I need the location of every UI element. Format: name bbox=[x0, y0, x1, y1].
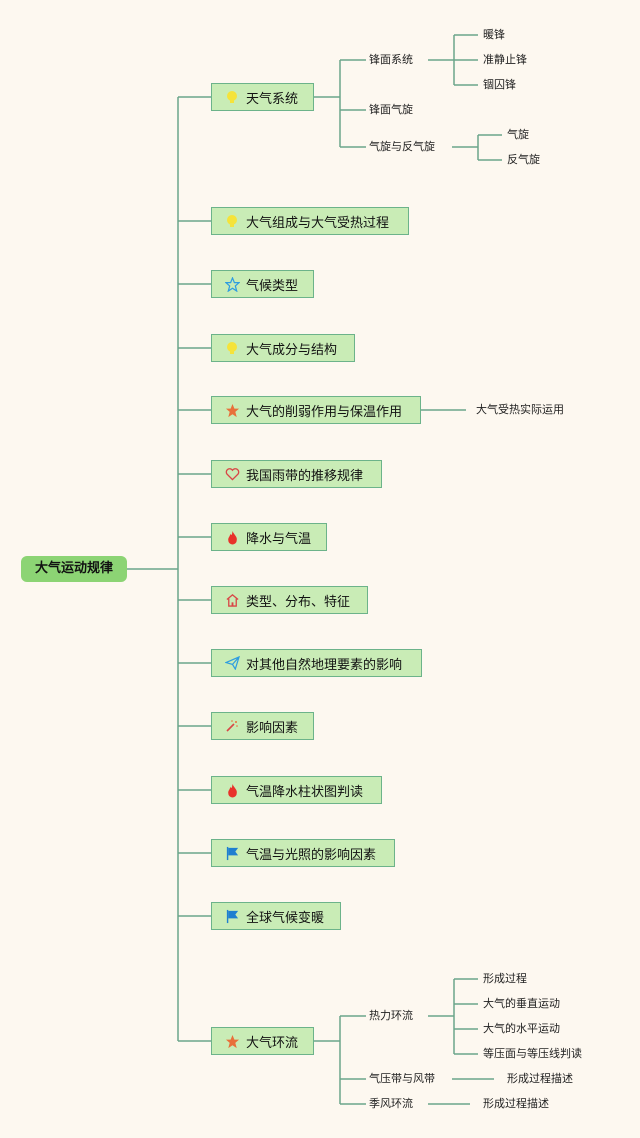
bulb-icon bbox=[224, 213, 240, 229]
branch-label: 气温降水柱状图判读 bbox=[246, 784, 364, 800]
star-orange-icon bbox=[224, 402, 240, 418]
branch-global-warming[interactable]: 全球气候变暖 bbox=[211, 902, 341, 930]
branch-label: 影响因素 bbox=[246, 720, 299, 736]
leaf-front-system[interactable]: 锋面系统 bbox=[369, 53, 413, 66]
leaf-warm-front[interactable]: 暖锋 bbox=[483, 28, 505, 41]
leaf-monsoon-circulation[interactable]: 季风环流 bbox=[369, 1097, 413, 1110]
paper-plane-icon bbox=[224, 655, 240, 671]
heart-icon bbox=[224, 466, 240, 482]
leaf-heating-application[interactable]: 大气受热实际运用 bbox=[476, 403, 564, 416]
branch-climograph[interactable]: 气温降水柱状图判读 bbox=[211, 776, 382, 804]
branch-label: 大气组成与大气受热过程 bbox=[246, 215, 390, 231]
branch-influence-elements[interactable]: 对其他自然地理要素的影响 bbox=[211, 649, 422, 677]
bulb-icon bbox=[224, 89, 240, 105]
branch-label: 大气环流 bbox=[246, 1035, 299, 1051]
leaf-occluded-front[interactable]: 锢囚锋 bbox=[483, 78, 516, 91]
branch-label: 类型、分布、特征 bbox=[246, 594, 351, 610]
branch-label: 气候类型 bbox=[246, 278, 299, 294]
branch-label: 天气系统 bbox=[246, 91, 299, 107]
leaf-cyclone-anticyclone[interactable]: 气旋与反气旋 bbox=[369, 140, 435, 153]
fire-icon bbox=[224, 782, 240, 798]
star-outline-icon bbox=[224, 276, 240, 292]
branch-type-distribution[interactable]: 类型、分布、特征 bbox=[211, 586, 368, 614]
branch-label: 对其他自然地理要素的影响 bbox=[246, 657, 403, 673]
leaf-pressure-formation-desc[interactable]: 形成过程描述 bbox=[507, 1072, 573, 1085]
fire-icon bbox=[224, 529, 240, 545]
branch-label: 气温与光照的影响因素 bbox=[246, 847, 377, 863]
branch-circulation[interactable]: 大气环流 bbox=[211, 1027, 314, 1055]
branch-composition-structure[interactable]: 大气成分与结构 bbox=[211, 334, 355, 362]
root-node[interactable]: 大气运动规律 bbox=[21, 556, 127, 582]
branch-rain-belt[interactable]: 我国雨带的推移规律 bbox=[211, 460, 382, 488]
branch-label: 大气成分与结构 bbox=[246, 342, 338, 358]
branch-weather-system[interactable]: 天气系统 bbox=[211, 83, 314, 111]
star-orange-icon bbox=[224, 1033, 240, 1049]
branch-label: 大气的削弱作用与保温作用 bbox=[246, 404, 403, 420]
branch-climate-types[interactable]: 气候类型 bbox=[211, 270, 314, 298]
branch-label: 降水与气温 bbox=[246, 531, 312, 547]
home-icon bbox=[224, 592, 240, 608]
leaf-formation-process[interactable]: 形成过程 bbox=[483, 972, 527, 985]
leaf-monsoon-formation-desc[interactable]: 形成过程描述 bbox=[483, 1097, 549, 1110]
leaf-isobar-reading[interactable]: 等压面与等压线判读 bbox=[483, 1047, 582, 1060]
branch-temp-light[interactable]: 气温与光照的影响因素 bbox=[211, 839, 395, 867]
magic-wand-icon bbox=[224, 718, 240, 734]
branch-label: 全球气候变暖 bbox=[246, 910, 325, 926]
leaf-horizontal-motion[interactable]: 大气的水平运动 bbox=[483, 1022, 560, 1035]
branch-composition-heating[interactable]: 大气组成与大气受热过程 bbox=[211, 207, 409, 235]
leaf-anticyclone[interactable]: 反气旋 bbox=[507, 153, 540, 166]
branch-label: 我国雨带的推移规律 bbox=[246, 468, 364, 484]
leaf-stationary-front[interactable]: 准静止锋 bbox=[483, 53, 527, 66]
branch-factors[interactable]: 影响因素 bbox=[211, 712, 314, 740]
leaf-frontal-cyclone[interactable]: 锋面气旋 bbox=[369, 103, 413, 116]
flag-icon bbox=[224, 845, 240, 861]
leaf-pressure-wind-belts[interactable]: 气压带与风带 bbox=[369, 1072, 435, 1085]
branch-attenuation-insulation[interactable]: 大气的削弱作用与保温作用 bbox=[211, 396, 421, 424]
leaf-cyclone[interactable]: 气旋 bbox=[507, 128, 529, 141]
leaf-thermal-circulation[interactable]: 热力环流 bbox=[369, 1009, 413, 1022]
bulb-icon bbox=[224, 340, 240, 356]
flag-icon bbox=[224, 908, 240, 924]
leaf-vertical-motion[interactable]: 大气的垂直运动 bbox=[483, 997, 560, 1010]
branch-precip-temp[interactable]: 降水与气温 bbox=[211, 523, 327, 551]
